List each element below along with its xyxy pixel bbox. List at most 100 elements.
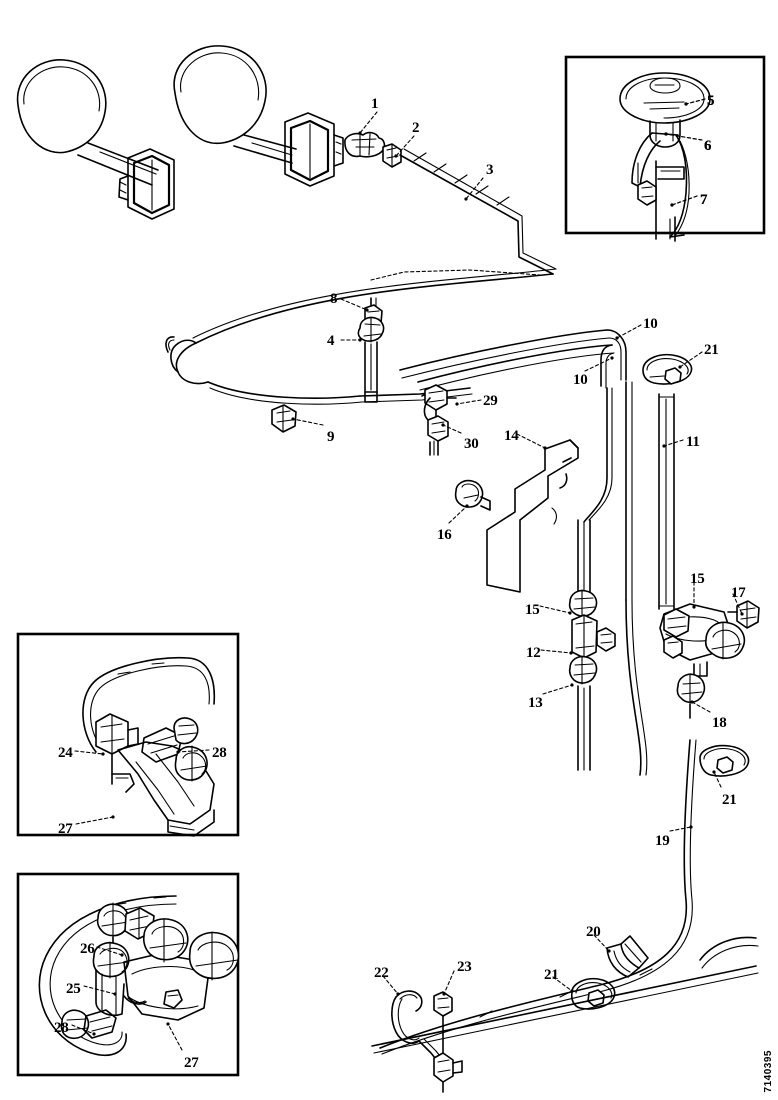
callout-4: 4 — [327, 333, 335, 349]
callout-leader-tip — [610, 356, 614, 360]
callout-leader-tip — [111, 815, 115, 819]
callout-19: 19 — [655, 833, 670, 849]
callout-leader — [552, 976, 573, 992]
callout-leader-tip — [543, 446, 547, 450]
callout-leader-tip — [692, 605, 696, 609]
relay-valve-detail-upper-callout-27: 27 — [58, 821, 73, 837]
callout-leader — [669, 826, 692, 832]
air-horn-right — [173, 45, 344, 187]
callout-6: 6 — [704, 138, 712, 154]
callout-10: 10 — [643, 316, 658, 332]
callout-3: 3 — [486, 162, 494, 178]
callout-leader-tip — [442, 992, 446, 996]
callout-leader-tip — [101, 752, 105, 756]
callout-leader — [616, 324, 642, 339]
callout-leader-tip — [678, 365, 682, 369]
horn-button-detail-callout-6: 6 — [704, 138, 712, 154]
callout-leader — [75, 816, 114, 825]
callout-leader — [340, 298, 368, 311]
part-3-air-line — [399, 148, 557, 275]
callout-12: 12 — [526, 645, 541, 661]
callout-leader-tip — [690, 700, 694, 704]
callout-10: 10 — [573, 372, 588, 388]
callout-13: 13 — [528, 695, 543, 711]
callout-23: 23 — [457, 959, 472, 975]
relay-valve-detail-upper-callout-28: 28 — [212, 745, 227, 761]
callout-1: 1 — [371, 96, 379, 112]
callout-leader-tip — [113, 992, 117, 996]
part-23-fitting — [433, 991, 463, 1093]
horn-button-detail-callout-7: 7 — [700, 192, 708, 208]
part-4-8-vertical-fitting — [357, 297, 385, 403]
callout-leader-tip — [670, 203, 674, 207]
callout-2: 2 — [412, 120, 420, 136]
callout-leader — [679, 351, 703, 368]
callout-leader — [713, 771, 722, 788]
part-16-grommet — [454, 479, 491, 511]
callout-leader-tip — [358, 338, 362, 342]
callout-leader-tip — [396, 992, 400, 996]
callout-leader — [177, 749, 210, 753]
relay-valve-detail-lower-callout-25: 25 — [66, 981, 81, 997]
callout-21: 21 — [544, 967, 559, 983]
callout-leader-tip — [166, 1022, 170, 1026]
callout-leader-tip — [455, 402, 459, 406]
callout-leader — [292, 418, 324, 426]
callout-leader-tip — [740, 612, 744, 616]
guide-line-part8 — [370, 269, 541, 281]
callout-5: 5 — [707, 93, 715, 109]
callout-16: 16 — [437, 527, 452, 543]
callout-leader — [96, 946, 123, 956]
callout-leader-tip — [689, 825, 693, 829]
callout-leader — [593, 934, 610, 952]
relay-valve-detail-lower-callout-26: 26 — [80, 941, 95, 957]
callout-leader — [442, 424, 462, 434]
callout-leader — [516, 433, 546, 449]
callout-leader-tip — [712, 770, 716, 774]
callout-leader-tip — [92, 1032, 96, 1036]
callout-leader — [540, 649, 572, 654]
chassis-frame-rail — [371, 936, 759, 1054]
callout-leader-tip — [120, 953, 124, 957]
callout-30: 30 — [464, 436, 479, 452]
part-15b-17-valve-body — [659, 600, 760, 719]
callout-leader-tip — [569, 651, 573, 655]
callout-leader — [71, 1024, 95, 1035]
horn-button-detail-callout-5: 5 — [707, 93, 715, 109]
callout-leader-tip — [664, 132, 668, 136]
callout-leader — [671, 195, 698, 206]
callout-leader — [691, 701, 711, 713]
callout-leader — [448, 505, 468, 524]
callout-leader-tip — [684, 102, 688, 106]
callout-leader — [584, 357, 613, 372]
relay-valve-detail-lower-callout-27: 27 — [184, 1055, 199, 1071]
callout-leader-tip — [394, 154, 398, 158]
part-10-11-tubes — [583, 381, 675, 776]
callout-leader-tip — [465, 504, 469, 508]
callout-leader — [359, 111, 378, 134]
callout-17: 17 — [731, 585, 746, 601]
callout-leader-tip — [441, 423, 445, 427]
part-1-tee-fitting — [344, 131, 386, 158]
callout-leader — [542, 684, 573, 695]
callout-9: 9 — [327, 429, 335, 445]
callout-29: 29 — [483, 393, 498, 409]
part-20-bracket — [606, 935, 649, 978]
callout-leader-tip — [568, 611, 572, 615]
air-horn-left — [16, 59, 175, 220]
callout-21: 21 — [704, 342, 719, 358]
callout-leader — [732, 593, 743, 615]
callout-leader — [83, 985, 116, 995]
callout-leader-tip — [607, 949, 611, 953]
callout-leader-tip — [615, 336, 619, 340]
callout-leader-tip — [176, 750, 180, 754]
chassis-air-line-main — [192, 268, 557, 344]
callout-21: 21 — [722, 792, 737, 808]
callout-8: 8 — [330, 291, 338, 307]
callout-22: 22 — [374, 965, 389, 981]
